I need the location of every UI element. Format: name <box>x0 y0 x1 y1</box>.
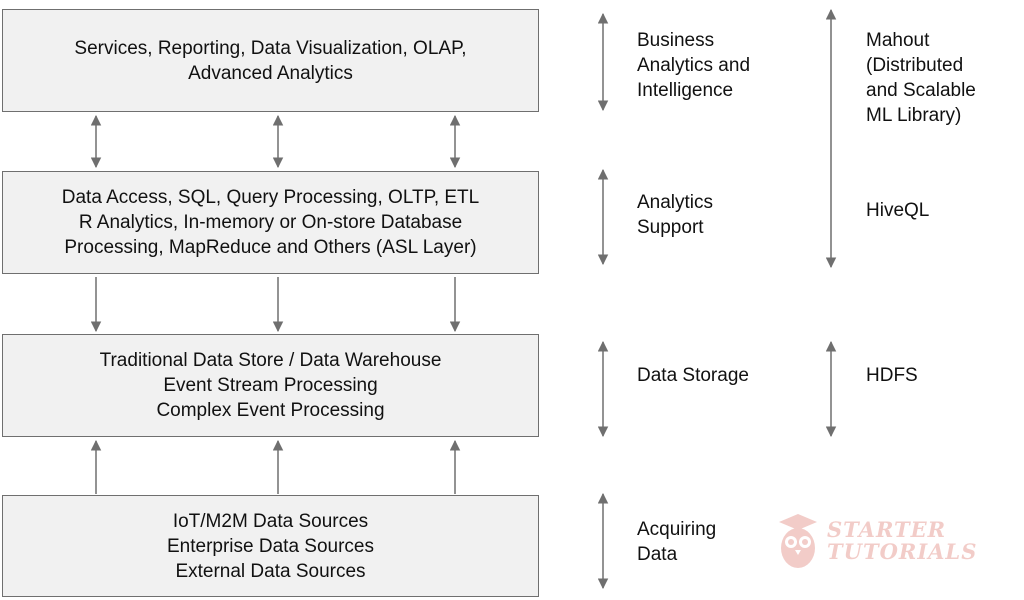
label-business-analytics: Business Analytics and Intelligence <box>637 28 750 103</box>
layer-box-storage: Traditional Data Store / Data Warehouse … <box>2 334 539 437</box>
watermark-line: TUTORIALS <box>827 539 978 564</box>
tool-label-hdfs: HDFS <box>866 363 918 388</box>
layer-text: Enterprise Data Sources <box>167 535 374 557</box>
label-line: (Distributed <box>866 55 964 76</box>
label-line: HDFS <box>866 365 918 386</box>
watermark-line: STARTER <box>827 517 947 542</box>
label-line: Acquiring <box>637 519 717 540</box>
label-line: and Scalable <box>866 80 976 101</box>
layer-box-access: Data Access, SQL, Query Processing, OLTP… <box>2 171 539 274</box>
label-line: Support <box>637 217 704 238</box>
label-line: ML Library) <box>866 105 962 126</box>
owl-icon <box>779 514 817 568</box>
label-line: Data Storage <box>637 365 749 386</box>
layer-text: Services, Reporting, Data Visualization,… <box>74 37 467 59</box>
layer-text: Data Access, SQL, Query Processing, OLTP… <box>61 187 480 208</box>
label-line: Mahout <box>866 30 930 51</box>
layer-text: Complex Event Processing <box>156 400 385 421</box>
layer-text: Traditional Data Store / Data Warehouse <box>99 350 442 371</box>
watermark-logo: STARTER TUTORIALS <box>775 512 977 570</box>
label-line: HiveQL <box>866 200 930 221</box>
label-line: Data <box>637 544 678 565</box>
layer-text: Advanced Analytics <box>188 62 353 84</box>
layer-text: Processing, MapReduce and Others (ASL La… <box>64 237 477 258</box>
label-line: Analytics and <box>637 55 751 76</box>
tool-label-mahout: Mahout (Distributed and Scalable ML Libr… <box>866 28 976 128</box>
label-line: Analytics <box>637 192 714 213</box>
layer-text: Event Stream Processing <box>163 375 378 396</box>
layer-text: R Analytics, In-memory or On-store Datab… <box>78 212 463 233</box>
label-data-storage: Data Storage <box>637 363 749 388</box>
label-line: Business <box>637 30 715 51</box>
label-analytics-support: Analytics Support <box>637 190 713 240</box>
tool-label-hiveql: HiveQL <box>866 198 929 223</box>
layer-text: External Data Sources <box>175 560 366 582</box>
layer-text: IoT/M2M Data Sources <box>172 510 369 532</box>
watermark-text: STARTER TUTORIALS <box>827 519 977 563</box>
label-acquiring-data: Acquiring Data <box>637 517 716 567</box>
layer-box-services: Services, Reporting, Data Visualization,… <box>2 9 539 112</box>
layer-box-sources: IoT/M2M Data Sources Enterprise Data Sou… <box>2 495 539 597</box>
label-line: Intelligence <box>637 80 734 101</box>
